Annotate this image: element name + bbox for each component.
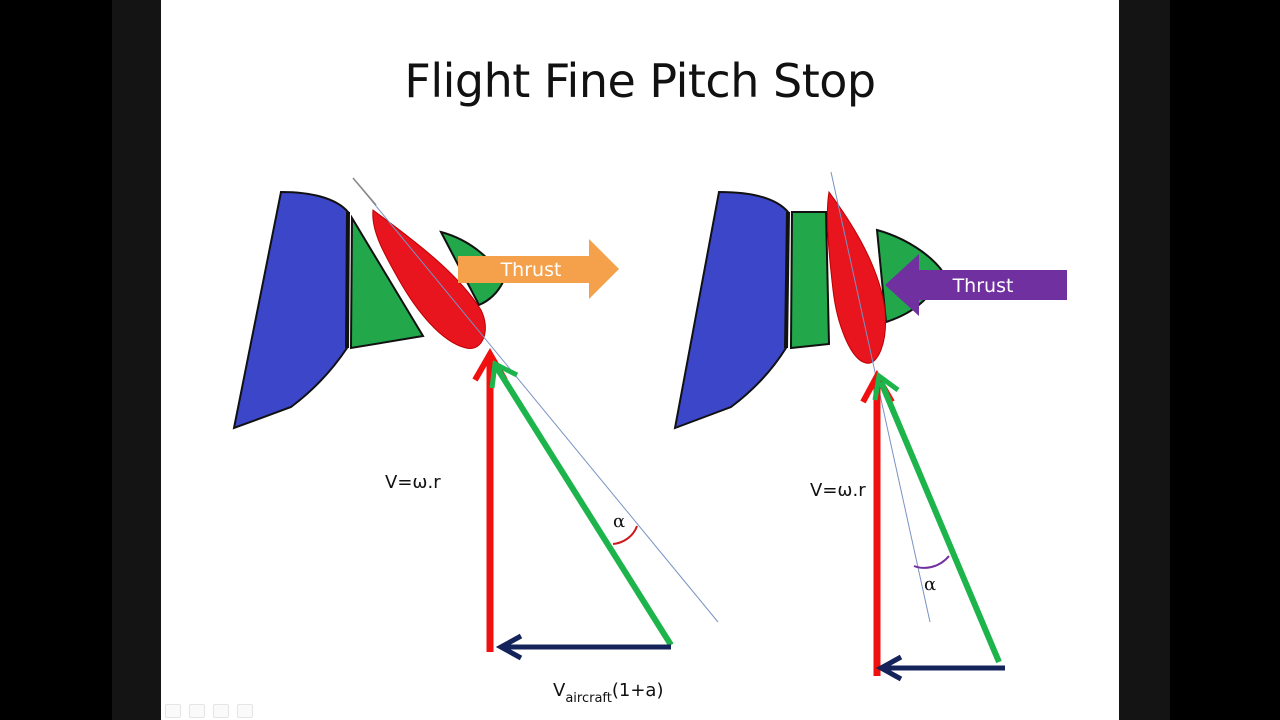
right-resultant-velocity-vector: [878, 380, 1002, 664]
left-spinner-front: [349, 214, 425, 350]
pitch-stop-diagram: Thrust α V=ω.r Vaircraft(1+a): [232, 171, 1067, 706]
next-slide-icon[interactable]: [237, 704, 253, 718]
right-blade-velocity-label: V=ω.r: [810, 480, 866, 501]
right-diagram: Thrust α V=ω.r: [673, 171, 1067, 682]
left-alpha-label: α: [613, 511, 625, 532]
right-propeller-blade: [826, 190, 887, 364]
left-thrust-arrow: [458, 239, 619, 299]
pen-icon[interactable]: [189, 704, 205, 718]
right-alpha-label: α: [924, 574, 936, 595]
left-black-margin: [0, 0, 112, 720]
presentation-slide: Flight Fine Pitch Stop Thrust: [161, 0, 1119, 720]
slide-navigation-controls[interactable]: [165, 704, 253, 718]
left-resultant-velocity-vector: [494, 366, 674, 647]
left-alpha-arc: [612, 525, 638, 545]
right-nacelle-shape: [673, 190, 790, 430]
left-thrust-label: Thrust: [500, 259, 562, 281]
left-nacelle-shape: [232, 190, 350, 430]
right-thrust-label: Thrust: [952, 275, 1014, 297]
left-propeller-blade: [372, 209, 486, 349]
slide-title: Flight Fine Pitch Stop: [404, 54, 876, 108]
right-alpha-arc: [913, 555, 950, 569]
prev-slide-icon[interactable]: [165, 704, 181, 718]
slides-menu-icon[interactable]: [213, 704, 229, 718]
left-blade-velocity-label: V=ω.r: [385, 472, 441, 493]
right-thrust-arrow: [885, 254, 1067, 316]
right-dark-margin: [1119, 0, 1170, 720]
left-aircraft-velocity-label: Vaircraft(1+a): [553, 680, 663, 706]
left-dark-margin: [112, 0, 161, 720]
right-black-margin: [1170, 0, 1280, 720]
right-spinner-front: [789, 211, 831, 350]
left-diagram: Thrust α V=ω.r Vaircraft(1+a): [232, 177, 719, 706]
